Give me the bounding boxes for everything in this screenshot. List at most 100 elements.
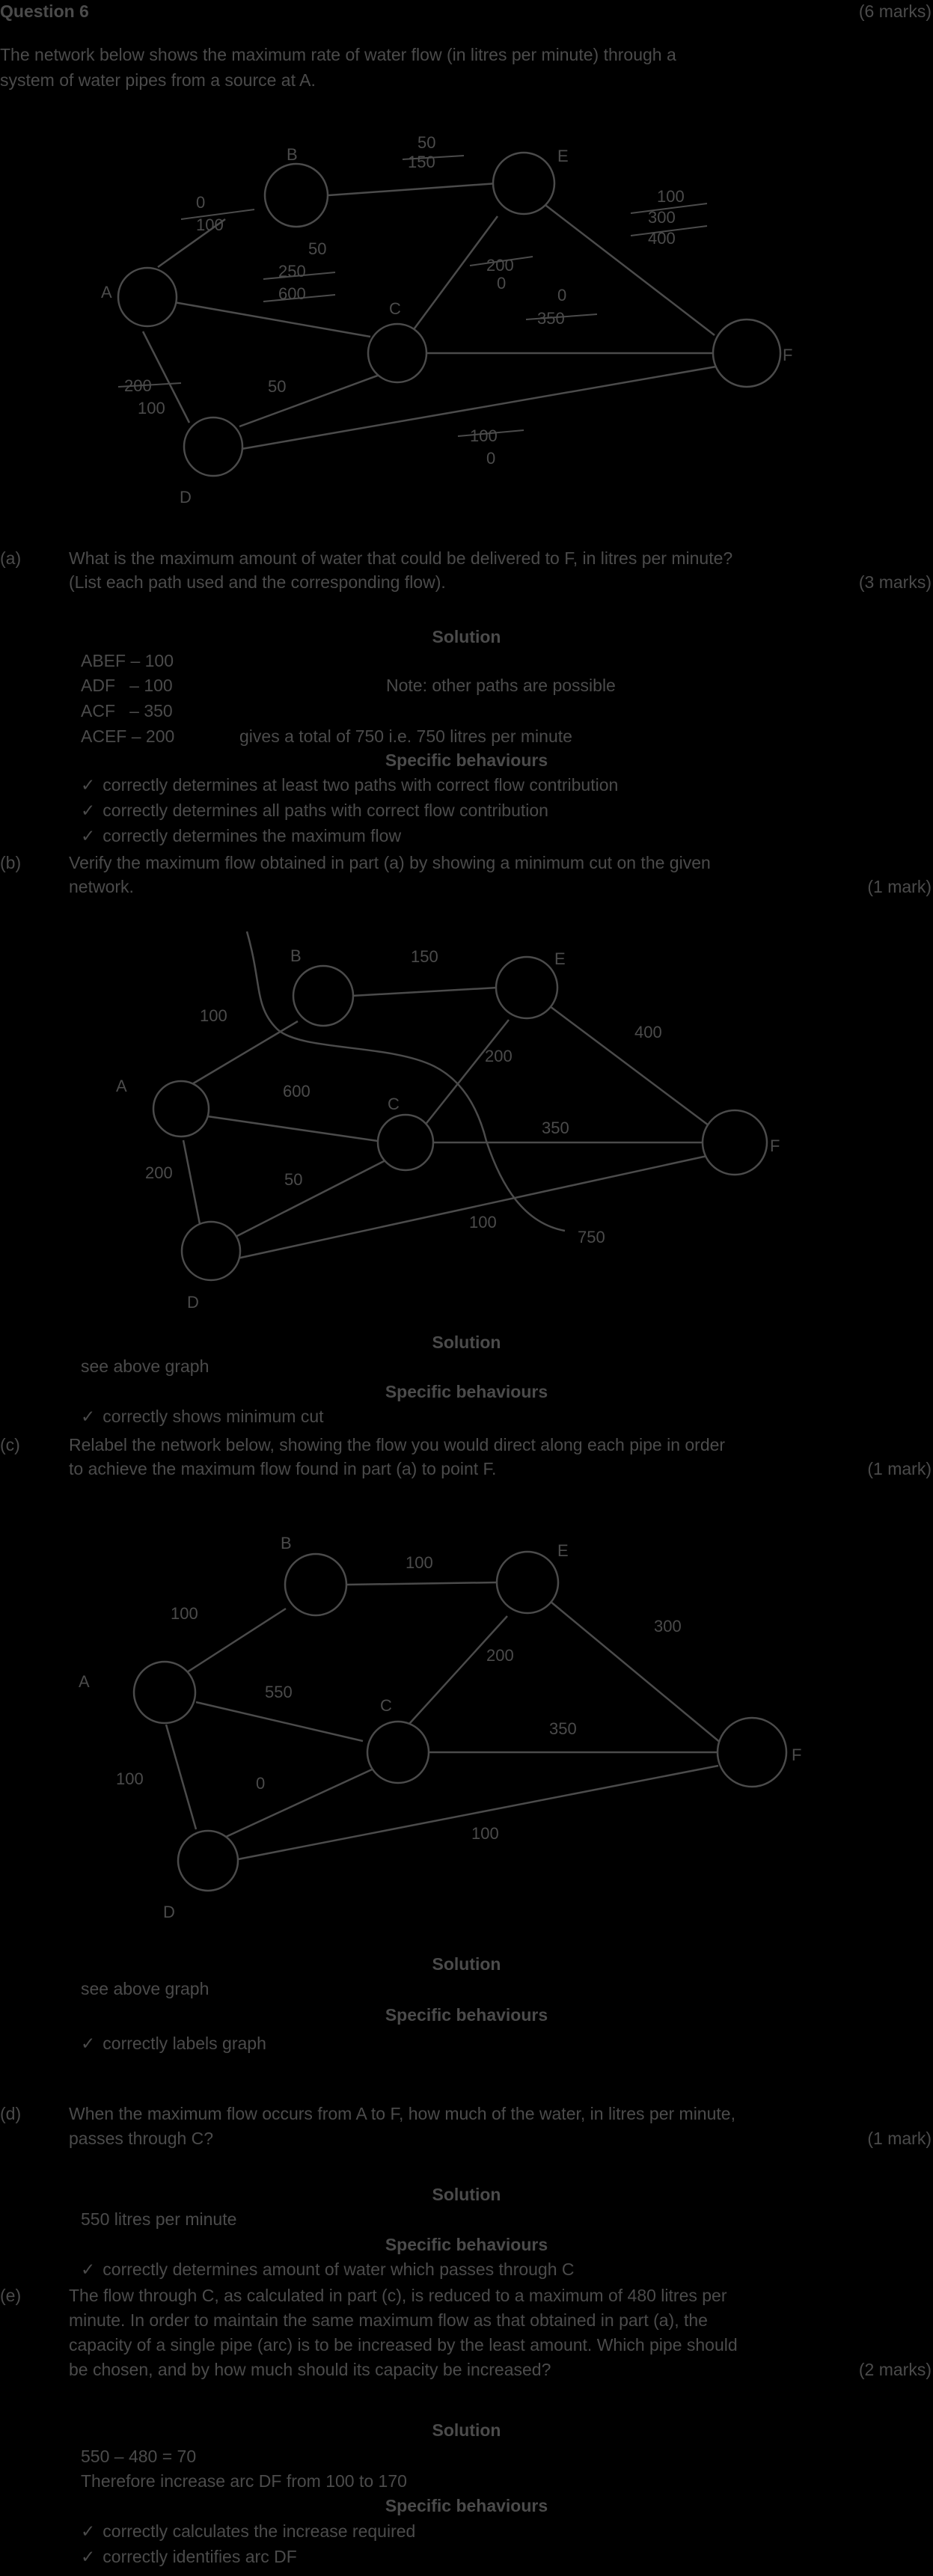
node-b: [284, 1552, 348, 1617]
edge-label-cf: 350: [549, 1719, 577, 1738]
part-a-solution-heading: Solution: [432, 627, 501, 646]
part-e-working-1: 550 – 480 = 70: [81, 2447, 197, 2466]
network-diagram-1: B E A C D F 0 100 50 150 100 300 400 50 …: [101, 133, 792, 507]
part-b-behaviours-heading: Specific behaviours: [385, 1382, 548, 1401]
edge-label-cf-1: 350: [537, 309, 565, 328]
edge-label-df: 100: [469, 1213, 497, 1232]
edge-label-ab-1: 100: [196, 215, 224, 234]
node-f: [712, 318, 782, 388]
cut-value-label: 750: [578, 1228, 605, 1246]
part-b-label: (b): [0, 853, 22, 872]
edge-label-dc-0: 50: [268, 377, 286, 396]
part-a-behaviour-3: correctly determines the maximum flow: [81, 826, 401, 846]
node-label-e: E: [554, 949, 566, 968]
part-e-question-3: capacity of a single pipe (arc) is to be…: [69, 2335, 738, 2355]
part-e-label: (e): [0, 2286, 22, 2305]
node-e: [492, 151, 556, 215]
edge-label-be-0: 50: [417, 133, 435, 152]
node-a: [117, 266, 178, 328]
node-label-a: A: [79, 1672, 90, 1691]
part-a-behaviour-2: correctly determines all paths with corr…: [81, 801, 548, 821]
node-e: [495, 955, 559, 1020]
part-e-behaviour-1: correctly calculates the increase requir…: [81, 2521, 415, 2542]
edge-label-cf-0: 0: [557, 286, 566, 305]
edge-ce: [406, 215, 499, 338]
edge-label-ad-1: 100: [138, 399, 165, 417]
part-e-working-2: Therefore increase arc DF from 100 to 17…: [81, 2471, 407, 2491]
node-d: [180, 1220, 242, 1282]
edge-label-df-0: 100: [470, 426, 498, 445]
part-d-answer: 550 litres per minute: [81, 2209, 237, 2229]
node-label-a: A: [101, 283, 112, 302]
part-b-marks: (1 mark): [867, 877, 932, 896]
part-e-behaviour-2: correctly identifies arc DF: [81, 2547, 296, 2567]
edge-label-ac-0: 50: [308, 239, 326, 258]
part-b-solution-heading: Solution: [432, 1333, 501, 1352]
edge-label-ce-1: 0: [497, 274, 506, 293]
part-e-question-4: be chosen, and by how much should its ca…: [69, 2360, 551, 2379]
edge-label-ac: 600: [283, 1082, 311, 1101]
node-b: [263, 162, 329, 228]
part-a-note: Note: other paths are possible: [386, 676, 616, 695]
edge-ac: [174, 301, 371, 338]
part-c-question-1: Relabel the network below, showing the f…: [69, 1435, 726, 1454]
node-label-f: F: [770, 1136, 780, 1155]
question-marks: (6 marks): [858, 1, 932, 21]
edge-label-df: 100: [471, 1824, 499, 1843]
edge-dc: [239, 373, 382, 428]
part-b-behaviour-1: correctly shows minimum cut: [81, 1407, 323, 1427]
edge-ef: [539, 200, 715, 336]
network-diagram-2: B E A C D F 100 150 400 600 200 350 200 …: [116, 931, 780, 1312]
part-b-answer: see above graph: [81, 1356, 209, 1376]
part-c-answer: see above graph: [81, 1979, 209, 1998]
part-a-behaviour-1: correctly determines at least two paths …: [81, 775, 618, 795]
edge-label-ad: 200: [145, 1163, 173, 1182]
edge-label-be-1: 150: [408, 153, 435, 171]
node-f: [701, 1109, 768, 1176]
edge-label-ce: 200: [485, 1047, 513, 1065]
node-label-c: C: [389, 299, 401, 318]
part-b-question-1: Verify the maximum flow obtained in part…: [69, 853, 711, 872]
node-c: [376, 1113, 435, 1172]
part-a-total: gives a total of 750 i.e. 750 litres per…: [239, 726, 572, 746]
part-c-behaviour-1: correctly labels graph: [81, 2034, 266, 2054]
part-a-path-4: ACEF – 200: [81, 726, 175, 746]
node-label-a: A: [116, 1077, 127, 1095]
edge-label-ad: 100: [116, 1769, 144, 1788]
intro-line-2: system of water pipes from a source at A…: [0, 70, 316, 90]
edge-label-ab: 100: [200, 1006, 227, 1025]
edge-be: [328, 182, 498, 197]
part-a-behaviours-heading: Specific behaviours: [385, 750, 548, 770]
node-label-c: C: [380, 1696, 392, 1715]
part-a-path-1: ABEF – 100: [81, 651, 174, 670]
part-d-behaviour-1: correctly determines amount of water whi…: [81, 2260, 574, 2280]
part-c-behaviours-heading: Specific behaviours: [385, 2005, 548, 2025]
node-label-d: D: [180, 488, 192, 507]
node-label-b: B: [281, 1534, 292, 1552]
node-a: [152, 1080, 210, 1138]
part-d-solution-heading: Solution: [432, 2185, 501, 2204]
edge-label-ef-1: 300: [648, 208, 676, 227]
node-d: [183, 416, 244, 477]
part-e-question-1: The flow through C, as calculated in par…: [69, 2286, 727, 2305]
node-c: [367, 322, 428, 384]
part-e-marks: (2 marks): [858, 2360, 932, 2379]
node-e: [495, 1550, 560, 1615]
edge-label-ef-2: 400: [648, 229, 676, 248]
part-e-solution-heading: Solution: [432, 2420, 501, 2440]
edge-label-ac: 550: [265, 1683, 293, 1701]
part-b-question-2: network.: [69, 877, 134, 896]
part-c-marks: (1 mark): [867, 1459, 932, 1478]
edge-label-ac-1: 250: [278, 262, 306, 281]
edge-label-ef: 400: [634, 1023, 662, 1041]
node-label-d: D: [163, 1903, 175, 1921]
minimum-cut-curve: [245, 931, 566, 1232]
part-a-question-2: (List each path used and the correspondi…: [69, 572, 446, 592]
edge-ab: [157, 218, 226, 269]
edge-label-ef: 300: [654, 1617, 682, 1636]
edge-label-ab: 100: [171, 1604, 198, 1623]
edge-label-be: 150: [411, 947, 438, 966]
part-d-question-2: passes through C?: [69, 2129, 214, 2148]
edge-label-ef-0: 100: [657, 187, 685, 206]
edge-label-ab-0: 0: [196, 193, 205, 212]
